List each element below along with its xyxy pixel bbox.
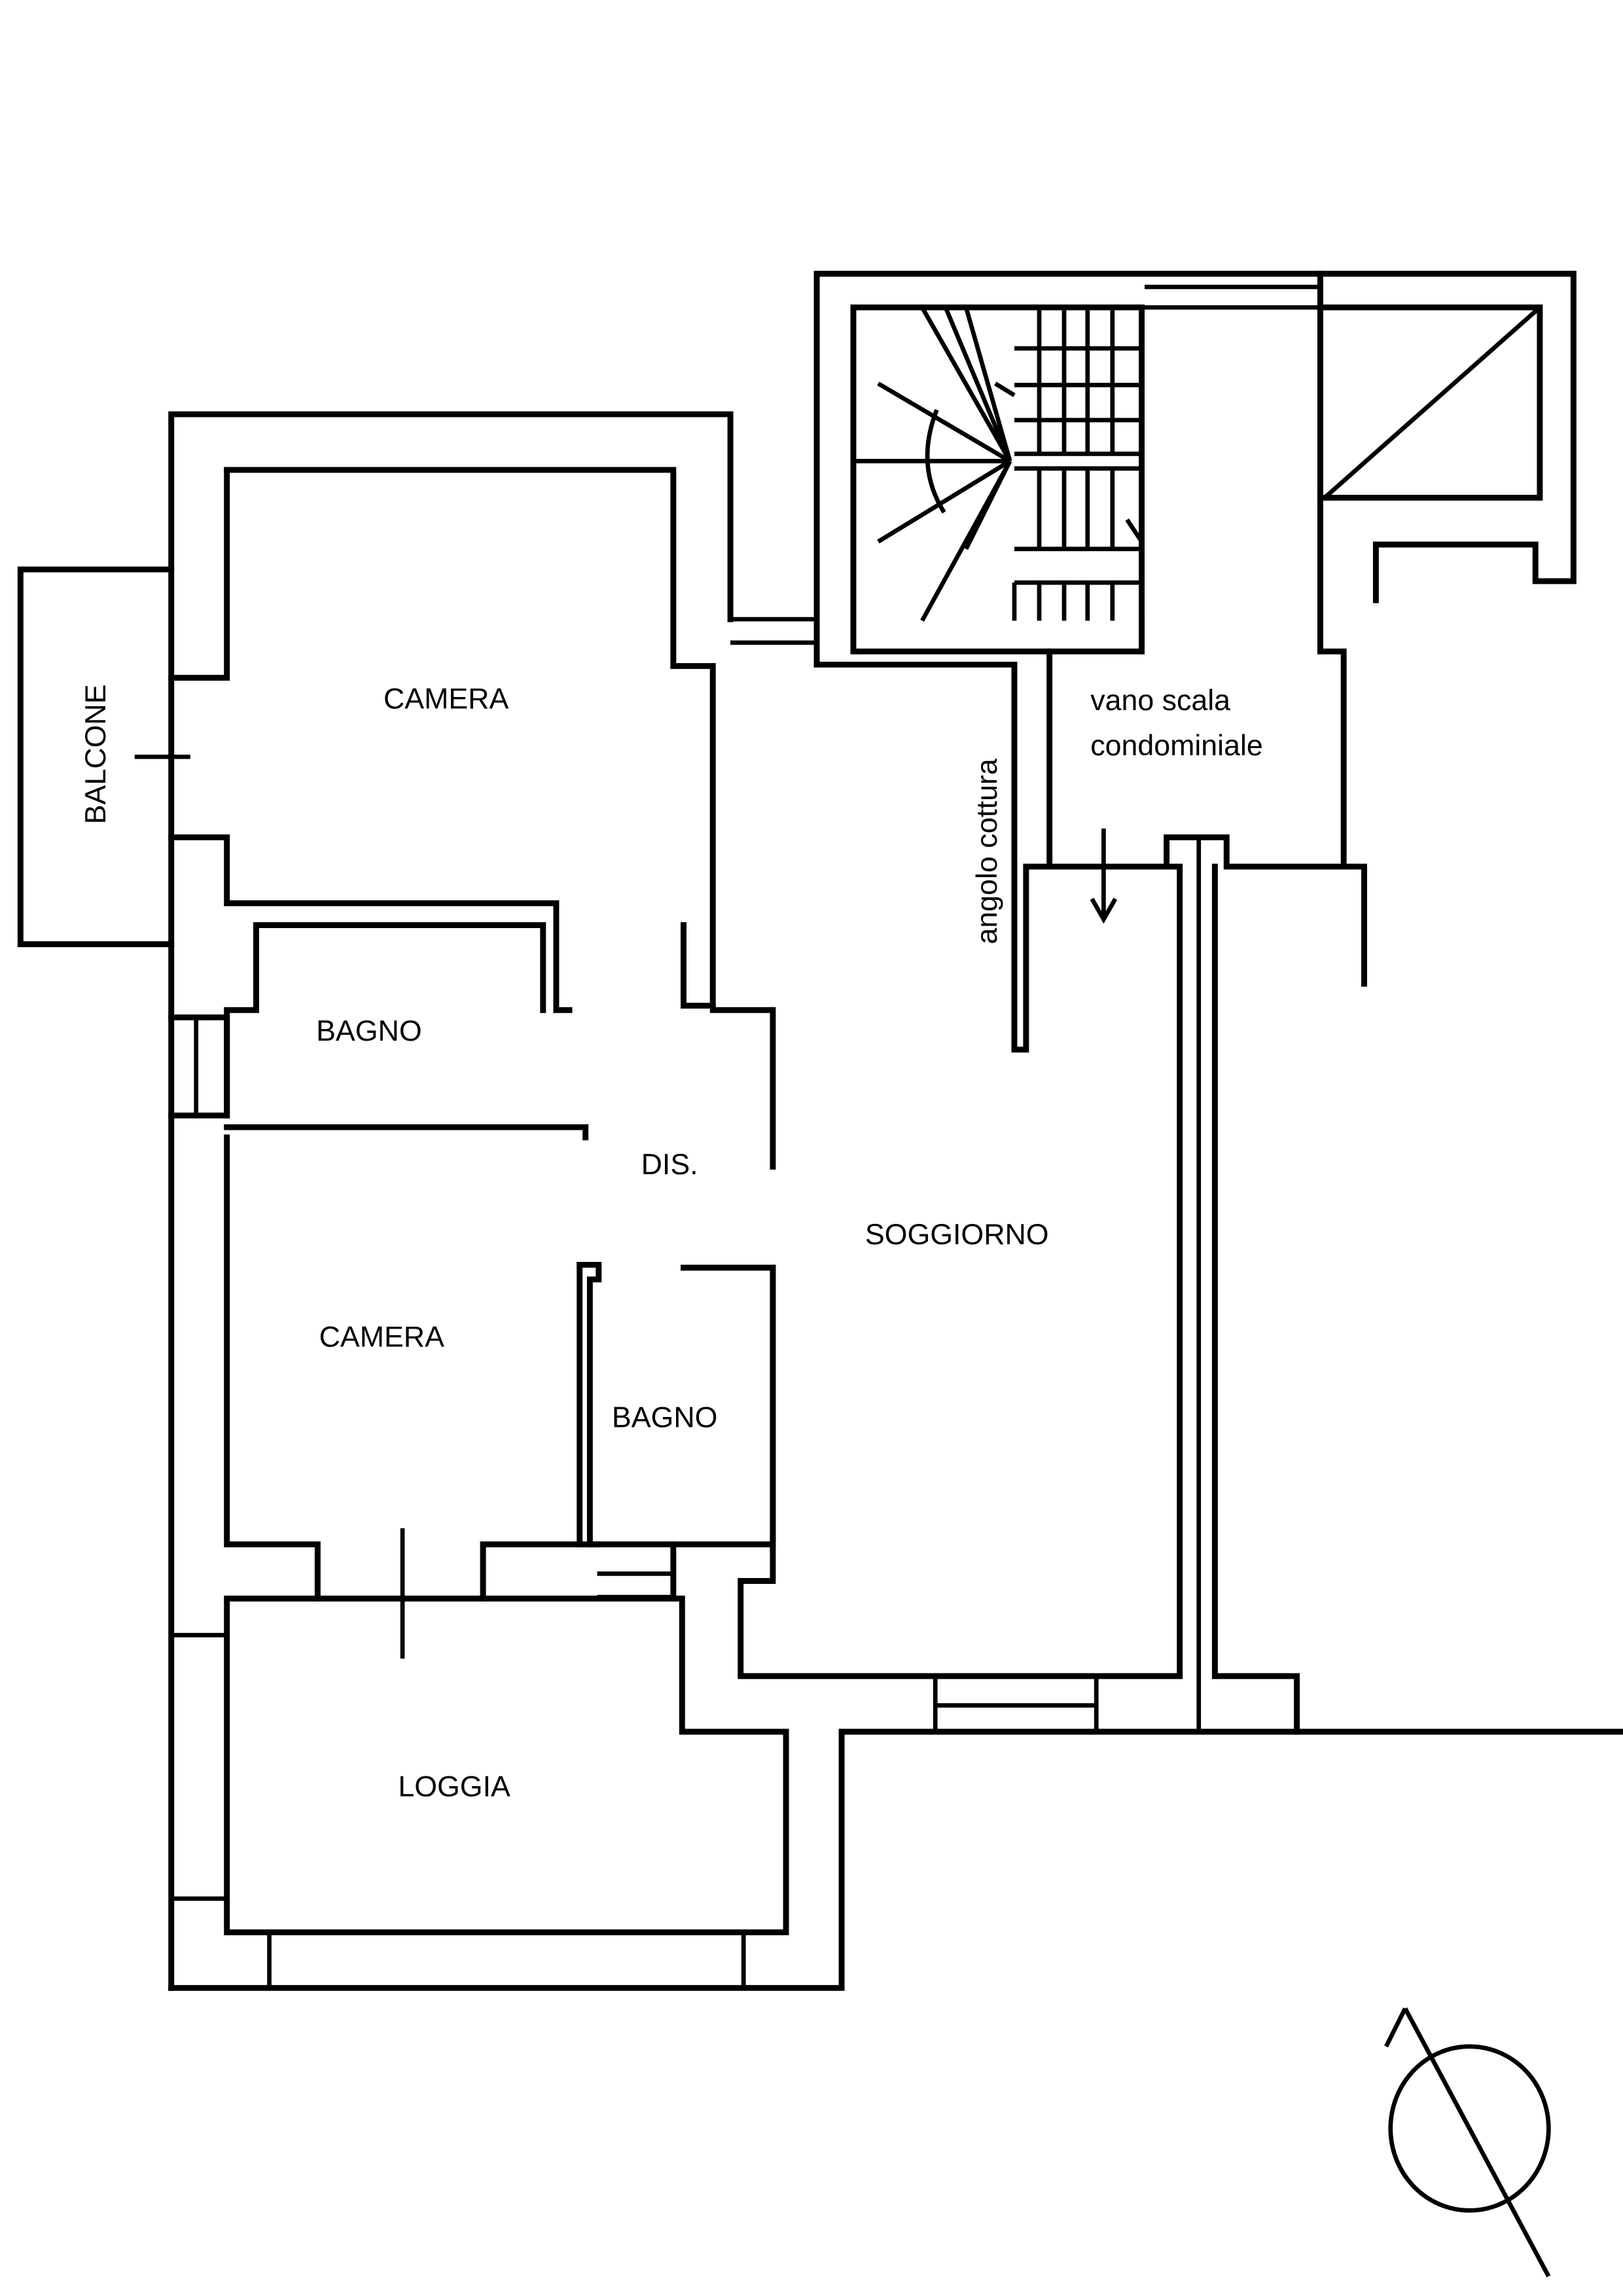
room-label-angolo-cottura: angolo cottura (971, 759, 1003, 944)
loggia-walls (171, 1595, 789, 1988)
room-label-dis: DIS. (641, 1149, 698, 1181)
room-label-camera-top: CAMERA (383, 683, 508, 715)
room-label-balcone: BALCONE (80, 684, 112, 824)
room-label-soggiorno: SOGGIORNO (865, 1219, 1049, 1251)
room-label-bagno-small: BAGNO (612, 1402, 718, 1434)
room-label-bagno-left: BAGNO (316, 1015, 422, 1047)
room-label-vano-scala-2: condominiale (1090, 730, 1263, 762)
shaft-walls (933, 828, 1367, 1735)
outer-walls (168, 411, 1623, 1991)
staircase (850, 270, 1543, 870)
north-arrow-icon (1384, 2007, 1551, 2278)
room-label-camera-bottom: CAMERA (319, 1321, 444, 1354)
corridor-walls (224, 270, 1577, 1679)
window-connector (730, 617, 817, 645)
balcone-outline (17, 566, 190, 948)
room-label-loggia: LOGGIA (398, 1770, 510, 1803)
bagno-left-walls (168, 922, 589, 1141)
room-label-vano-scala-1: vano scala (1090, 685, 1230, 717)
